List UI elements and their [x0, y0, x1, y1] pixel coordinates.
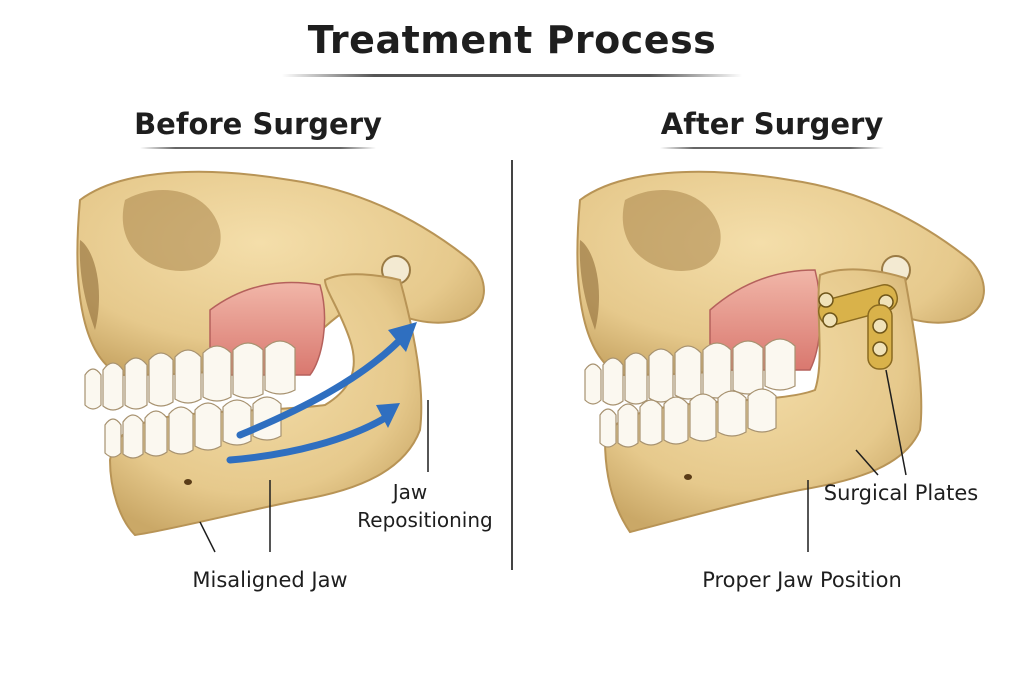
nasal-cavity-shape — [579, 240, 600, 330]
upper-teeth — [84, 340, 296, 411]
lower-teeth — [104, 396, 282, 459]
upper-teeth — [584, 338, 796, 406]
before-heading-underline — [140, 147, 376, 149]
page-title: Treatment Process — [307, 18, 717, 62]
title-underline — [282, 74, 742, 77]
lower-arrowhead — [376, 403, 400, 428]
misaligned-jaw-label: Misaligned Jaw — [192, 568, 348, 592]
leader-line-plates-2 — [885, 369, 907, 476]
jaw-repositioning-label-line1: Jaw — [392, 480, 428, 504]
panel-divider — [511, 160, 513, 570]
jaw-repositioning-label-line2: Repositioning — [357, 508, 493, 532]
eye-orbit-shape — [622, 190, 721, 271]
after-panel-heading: After Surgery — [660, 107, 884, 141]
after-heading-underline — [660, 147, 884, 149]
mental-foramen — [684, 474, 692, 480]
lower-teeth — [599, 388, 777, 448]
before-panel-heading: Before Surgery — [134, 107, 382, 141]
nasal-cavity-shape — [79, 240, 100, 330]
leader-line-plates-1 — [855, 449, 879, 476]
surgical-plates-label: Surgical Plates — [823, 481, 979, 505]
after-skull-illustration — [576, 170, 985, 552]
proper-jaw-position-label: Proper Jaw Position — [702, 568, 902, 592]
leader-line-misaligned-1 — [199, 521, 216, 553]
mental-foramen — [184, 479, 192, 485]
repositioning-arrows — [226, 336, 404, 464]
surgical-plate-vertical — [867, 304, 893, 370]
upper-arrowhead — [388, 322, 417, 352]
before-skull-illustration — [76, 170, 485, 553]
eye-orbit-shape — [122, 190, 221, 271]
